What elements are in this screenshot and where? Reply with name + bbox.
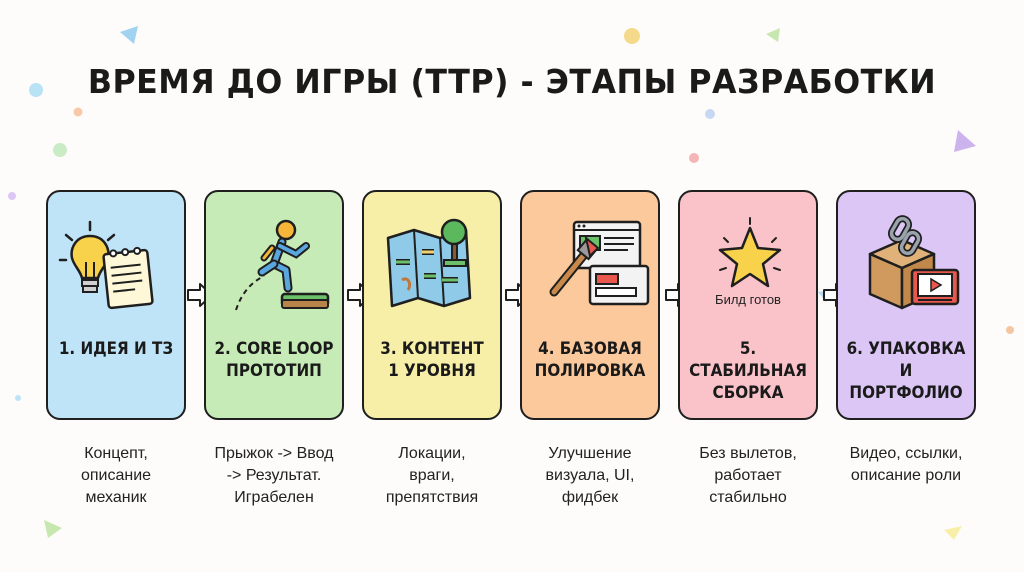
level-map-icon: [386, 218, 472, 308]
stage-description: Концепт, описание механик: [80, 445, 152, 506]
stage-card-idea: 1. ИДЕЯ И ТЗ: [46, 190, 186, 420]
stage-card-polish: 4. БАЗОВАЯ ПОЛИРОВКА: [520, 190, 660, 420]
jumping-person-icon: [235, 219, 330, 311]
stage-card-packaging: 6. УПАКОВКА И ПОРТФОЛИО: [836, 190, 976, 420]
star-icon: [718, 217, 782, 288]
stage-label: 4. БАЗОВАЯ ПОЛИРОВКА: [534, 339, 646, 380]
stage-card-content: 3. КОНТЕНТ 1 УРОВНЯ: [362, 190, 502, 420]
stage-description: Локации, враги, препятствия: [385, 445, 479, 506]
stage-description: Без вылетов, работает стабильно: [699, 445, 797, 506]
lightbulb-document-icon: [58, 220, 154, 310]
stage-label: 1. ИДЕЯ И ТЗ: [58, 339, 174, 358]
stage-description: Видео, ссылки, описание роли: [849, 445, 963, 484]
stage-description: Улучшение визуала, UI, фидбек: [545, 445, 635, 506]
stage-label: 6. УПАКОВКА И ПОРТФОЛИО: [846, 339, 966, 402]
page-title: ВРЕМЯ ДО ИГРЫ (TTP) - ЭТАПЫ РАЗРАБОТКИ: [87, 62, 937, 101]
build-ready-label: Билд готов: [715, 292, 781, 307]
paint-brush-ui-icon: [549, 220, 650, 306]
stage-card-stable-build: Билд готов 5. СТАБИЛЬНАЯ СБОРКА: [678, 190, 818, 420]
stage-label: 2. CORE LOOP ПРОТОТИП: [214, 339, 334, 380]
box-video-icon: [868, 215, 960, 310]
stage-label: 5. СТАБИЛЬНАЯ СБОРКА: [689, 339, 807, 402]
stage-description: Прыжок -> Ввод -> Результат. Играбелен: [214, 445, 334, 506]
stage-label: 3. КОНТЕНТ 1 УРОВНЯ: [380, 339, 484, 380]
stage-card-core-loop: 2. CORE LOOP ПРОТОТИП: [204, 190, 344, 420]
